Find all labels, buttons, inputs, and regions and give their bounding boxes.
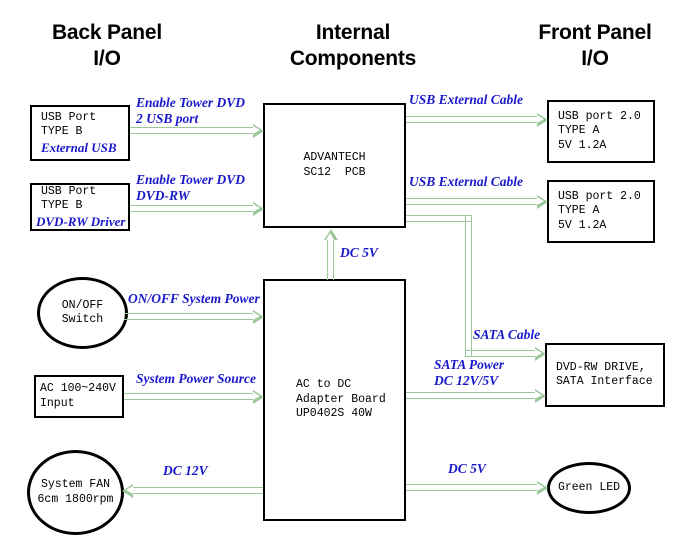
node-usb-port-type-b-dvdrw[interactable]: USB Port TYPE B DVD-RW Driver xyxy=(30,183,130,231)
arrow-head-right xyxy=(535,388,546,403)
node-line: SATA Interface xyxy=(556,375,653,388)
arrow-head-right xyxy=(253,123,264,138)
edge-label-sata-cable: SATA Cable xyxy=(473,327,541,342)
node-line: AC 100~240V xyxy=(40,382,116,395)
edge-label-dc-5v-pcb: DC 5V xyxy=(340,245,378,260)
edge-label-usb-external-cable-bottom: USB External Cable xyxy=(409,174,524,189)
arrow-head-right xyxy=(253,309,264,324)
connector-pcb-to-usb-a-bottom xyxy=(406,198,539,205)
node-line: AC to DC xyxy=(296,378,352,392)
edge-label-enable-tower-dvd-dvdrw: Enable Tower DVD DVD-RW xyxy=(136,172,246,203)
connector-acdc-to-green-led xyxy=(406,484,539,491)
node-line: ON/OFF xyxy=(61,298,104,312)
connector-acdc-to-dvdrw-power xyxy=(406,392,537,399)
connector-ac-input-to-acdc xyxy=(124,393,255,400)
node-on-off-switch[interactable]: ON/OFF Switch xyxy=(37,277,128,349)
edge-label-onoff-system-power: ON/OFF System Power xyxy=(128,291,260,306)
node-line: 5V 1.2A xyxy=(558,138,607,152)
connector-pcb-to-sata-elbow-top xyxy=(406,215,472,222)
node-line: USB port 2.0 xyxy=(558,189,641,203)
connector-sata-vertical xyxy=(465,215,472,357)
node-line: 5V 1.2A xyxy=(558,218,607,232)
node-line: Green LED xyxy=(557,480,621,494)
node-ac-input[interactable]: AC 100~240V Input xyxy=(34,375,124,418)
arrow-head-right xyxy=(253,389,264,404)
node-line: 6cm 1800rpm xyxy=(37,492,114,506)
node-line: USB Port xyxy=(41,184,97,198)
node-line: USB port 2.0 xyxy=(558,109,641,123)
node-line: Adapter Board xyxy=(296,392,386,406)
node-line: Input xyxy=(40,396,75,410)
node-line: TYPE A xyxy=(558,204,600,218)
node-usb-port-2-0-type-a-bottom[interactable]: USB port 2.0 TYPE A 5V 1.2A xyxy=(547,180,655,243)
edge-label-usb-external-cable-top: USB External Cable xyxy=(409,92,524,107)
connector-sata-to-dvdrw xyxy=(465,350,537,357)
node-line: TYPE A xyxy=(558,124,600,138)
node-line: DVD-RW DRIVE, xyxy=(556,360,646,374)
node-green-led[interactable]: Green LED xyxy=(547,462,631,514)
arrow-head-right xyxy=(537,194,548,209)
node-subtitle: DVD-RW Driver xyxy=(36,213,126,229)
arrow-head-right xyxy=(537,112,548,127)
connector-acdc-to-system-fan xyxy=(131,487,263,494)
edge-label-dc-12v-fan: DC 12V xyxy=(163,463,208,478)
heading-front-panel-io: Front Panel I/O xyxy=(538,21,652,70)
connector-usb-b-external-to-pcb xyxy=(130,127,255,134)
edge-label-system-power-source: System Power Source xyxy=(136,371,256,386)
node-dvd-rw-drive[interactable]: DVD-RW DRIVE, SATA Interface xyxy=(545,343,665,407)
node-line: UP0402S 40W xyxy=(296,407,372,421)
node-line: TYPE B xyxy=(41,199,83,212)
node-line: ADVANTECH xyxy=(303,151,366,164)
node-usb-port-type-b-external[interactable]: USB Port TYPE B External USB xyxy=(30,105,130,161)
node-usb-port-2-0-type-a-top[interactable]: USB port 2.0 TYPE A 5V 1.2A xyxy=(547,100,655,163)
arrow-head-up xyxy=(323,229,338,240)
arrow-head-right xyxy=(537,480,548,495)
node-ac-to-dc-adapter-board[interactable]: AC to DC Adapter Board UP0402S 40W xyxy=(263,279,406,521)
arrow-head-right xyxy=(253,201,264,216)
node-subtitle: External USB xyxy=(41,139,117,155)
edge-label-enable-tower-dvd-2-usb: Enable Tower DVD 2 USB port xyxy=(136,95,246,126)
heading-internal-components: Internal Components xyxy=(289,21,417,70)
connector-pcb-to-usb-a-top xyxy=(406,116,539,123)
node-line: TYPE B xyxy=(41,125,83,138)
node-system-fan[interactable]: System FAN 6cm 1800rpm xyxy=(27,450,124,535)
edge-label-dc-5v-led: DC 5V xyxy=(448,461,486,476)
node-line: System FAN xyxy=(40,478,110,491)
arrow-head-left xyxy=(122,483,133,498)
edge-label-sata-power: SATA Power DC 12V/5V xyxy=(434,357,505,388)
node-line: SC12 PCB xyxy=(303,165,366,179)
node-line: USB Port xyxy=(41,110,97,124)
connector-usb-b-dvdrw-to-pcb xyxy=(130,205,255,212)
node-line: Switch xyxy=(61,313,104,326)
connector-onoff-to-acdc xyxy=(124,313,255,320)
connector-acdc-to-pcb-dc5v xyxy=(327,240,334,280)
arrow-head-right xyxy=(535,346,546,361)
heading-back-panel-io: Back Panel I/O xyxy=(51,21,163,70)
node-advantech-sc12-pcb[interactable]: ADVANTECH SC12 PCB xyxy=(263,103,406,228)
